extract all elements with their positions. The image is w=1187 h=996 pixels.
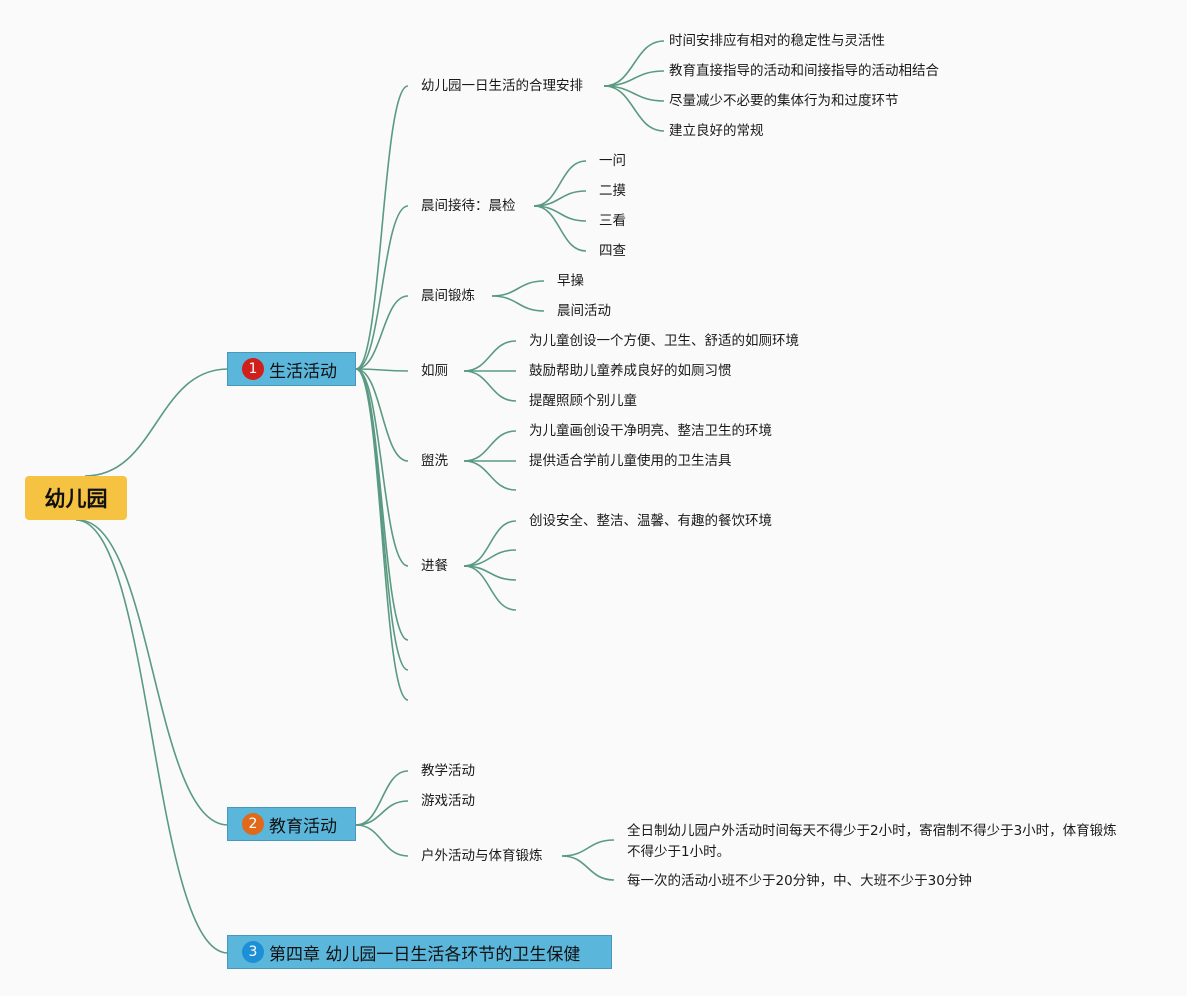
topic-to-leaf xyxy=(603,40,665,87)
branch-1-to-topic xyxy=(355,295,409,370)
topic-to-leaf xyxy=(463,565,517,611)
topic-toilet[interactable]: 如厕 xyxy=(421,363,448,379)
topic-morning-exercise[interactable]: 晨间锻炼 xyxy=(421,288,475,304)
leaf-node[interactable]: 教育直接指导的活动和间接指导的活动相结合 xyxy=(669,63,939,79)
topic-washing[interactable]: 盥洗 xyxy=(421,453,448,469)
topic-to-leaf xyxy=(491,295,545,312)
branch-1-to-topic xyxy=(355,85,409,370)
branch-1-to-topic xyxy=(355,368,409,462)
branch-2-to-topic xyxy=(355,800,409,826)
topic-to-leaf xyxy=(561,839,615,857)
root-to-branch-2 xyxy=(77,519,229,826)
branch-1-to-topic xyxy=(355,368,409,372)
branch-label: 第四章 幼儿园一日生活各环节的卫生保健 xyxy=(269,944,581,965)
leaf-node[interactable]: 全日制幼儿园户外活动时间每天不得少于2小时，寄宿制不得少于3小时，体育锻炼不得少… xyxy=(627,823,1117,860)
branch-1-to-topic xyxy=(355,368,409,701)
branch-1-to-topic xyxy=(355,205,409,370)
topic-teaching[interactable]: 教学活动 xyxy=(421,763,475,779)
branch-label: 教育活动 xyxy=(269,816,337,837)
topic-meals[interactable]: 进餐 xyxy=(421,558,448,574)
root-to-branch-3 xyxy=(75,519,229,954)
topic-to-leaf xyxy=(463,370,517,402)
leaf-node[interactable]: 尽量减少不必要的集体行为和过度环节 xyxy=(669,93,899,109)
leaf-node[interactable]: 每一次的活动小班不少于20分钟，中、大班不少于30分钟 xyxy=(627,873,972,889)
topic-to-leaf xyxy=(561,855,615,881)
number-3-badge: 3 xyxy=(242,941,264,963)
leaf-node[interactable]: 为儿童创设一个方便、卫生、舒适的如厕环境 xyxy=(529,333,799,349)
leaf-node[interactable]: 鼓励帮助儿童养成良好的如厕习惯 xyxy=(529,363,732,379)
topic-outdoor-sports[interactable]: 户外活动与体育锻炼 xyxy=(421,848,543,864)
branch-life-activities[interactable]: 1 生活活动 xyxy=(227,352,356,386)
leaf-node[interactable]: 一问 xyxy=(599,153,626,169)
leaf-node[interactable]: 时间安排应有相对的稳定性与灵活性 xyxy=(669,33,885,49)
topic-to-leaf xyxy=(491,280,545,297)
topic-to-leaf xyxy=(603,85,665,132)
leaf-node[interactable]: 早操 xyxy=(557,273,584,289)
branch-education-activities[interactable]: 2 教育活动 xyxy=(227,807,356,841)
topic-to-leaf xyxy=(463,520,517,567)
topic-to-leaf xyxy=(533,160,587,207)
topic-to-leaf xyxy=(463,430,517,462)
branch-2-to-topic xyxy=(355,824,409,857)
leaf-node[interactable]: 提供适合学前儿童使用的卫生洁具 xyxy=(529,453,732,469)
leaf-node[interactable]: 建立良好的常规 xyxy=(669,123,764,139)
leaf-node[interactable]: 创设安全、整洁、温馨、有趣的餐饮环境 xyxy=(529,513,772,529)
branch-1-to-topic xyxy=(355,368,409,567)
topic-daily-schedule[interactable]: 幼儿园一日生活的合理安排 xyxy=(421,78,583,94)
branch-chapter-four[interactable]: 3 第四章 幼儿园一日生活各环节的卫生保健 xyxy=(227,935,612,969)
number-1-badge: 1 xyxy=(242,358,264,380)
branch-2-to-topic xyxy=(355,770,409,826)
leaf-node[interactable]: 四查 xyxy=(599,243,626,259)
number-2-badge: 2 xyxy=(242,813,264,835)
leaf-node[interactable]: 提醒照顾个别儿童 xyxy=(529,393,637,409)
topic-to-leaf xyxy=(463,460,517,491)
topic-to-leaf xyxy=(463,340,517,372)
leaf-node[interactable]: 为儿童画创设干净明亮、整洁卫生的环境 xyxy=(529,423,772,439)
root-node[interactable]: 幼儿园 xyxy=(25,476,127,520)
branch-1-to-topic xyxy=(355,368,409,641)
branch-label: 生活活动 xyxy=(269,361,337,382)
leaf-node[interactable]: 二摸 xyxy=(599,183,626,199)
topic-morning-reception[interactable]: 晨间接待：晨检 xyxy=(421,198,516,214)
topic-games[interactable]: 游戏活动 xyxy=(421,793,475,809)
leaf-node[interactable]: 晨间活动 xyxy=(557,303,611,319)
topic-to-leaf xyxy=(533,205,587,252)
leaf-node[interactable]: 三看 xyxy=(599,213,626,229)
root-to-branch-1 xyxy=(84,368,229,477)
